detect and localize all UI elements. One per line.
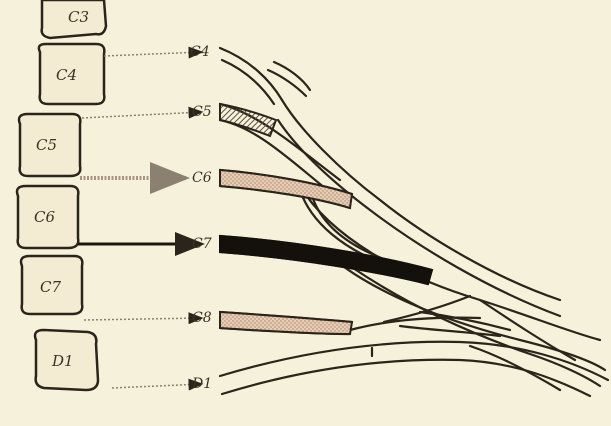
root-label-c8: C8 (192, 310, 212, 326)
vertebra-label: C7 (40, 278, 61, 296)
root-label-c6: C6 (192, 170, 212, 186)
root-label-d1: D1 (191, 376, 212, 392)
vertebra-c6: C6 (17, 186, 78, 248)
root-label-c4: C4 (190, 44, 210, 60)
root-c6-stippled (220, 170, 352, 208)
vertebra-c4: C4 (39, 44, 104, 104)
vertebra-label: C6 (34, 208, 55, 226)
vertebra-c7: C7 (21, 256, 82, 314)
vertebra-label: C5 (36, 136, 57, 154)
plexus-trunks (220, 48, 608, 396)
vertebra-c3: C3 (42, 0, 106, 38)
root-label-c7: C7 (192, 236, 212, 252)
vertebra-label: C4 (56, 66, 77, 84)
arrow-c4 (104, 52, 202, 56)
vertebra-d1: D1 (35, 330, 98, 390)
arrow-d1 (112, 384, 202, 388)
root-c8-stippled (220, 312, 352, 334)
root-c7-solid (220, 236, 432, 284)
vertebra-c5: C5 (19, 114, 80, 176)
vertebra-label: C3 (68, 8, 89, 26)
arrow-c8 (84, 318, 202, 320)
arrow-c5 (82, 112, 202, 118)
root-label-c5: C5 (192, 104, 212, 120)
vertebra-label: D1 (51, 352, 74, 370)
